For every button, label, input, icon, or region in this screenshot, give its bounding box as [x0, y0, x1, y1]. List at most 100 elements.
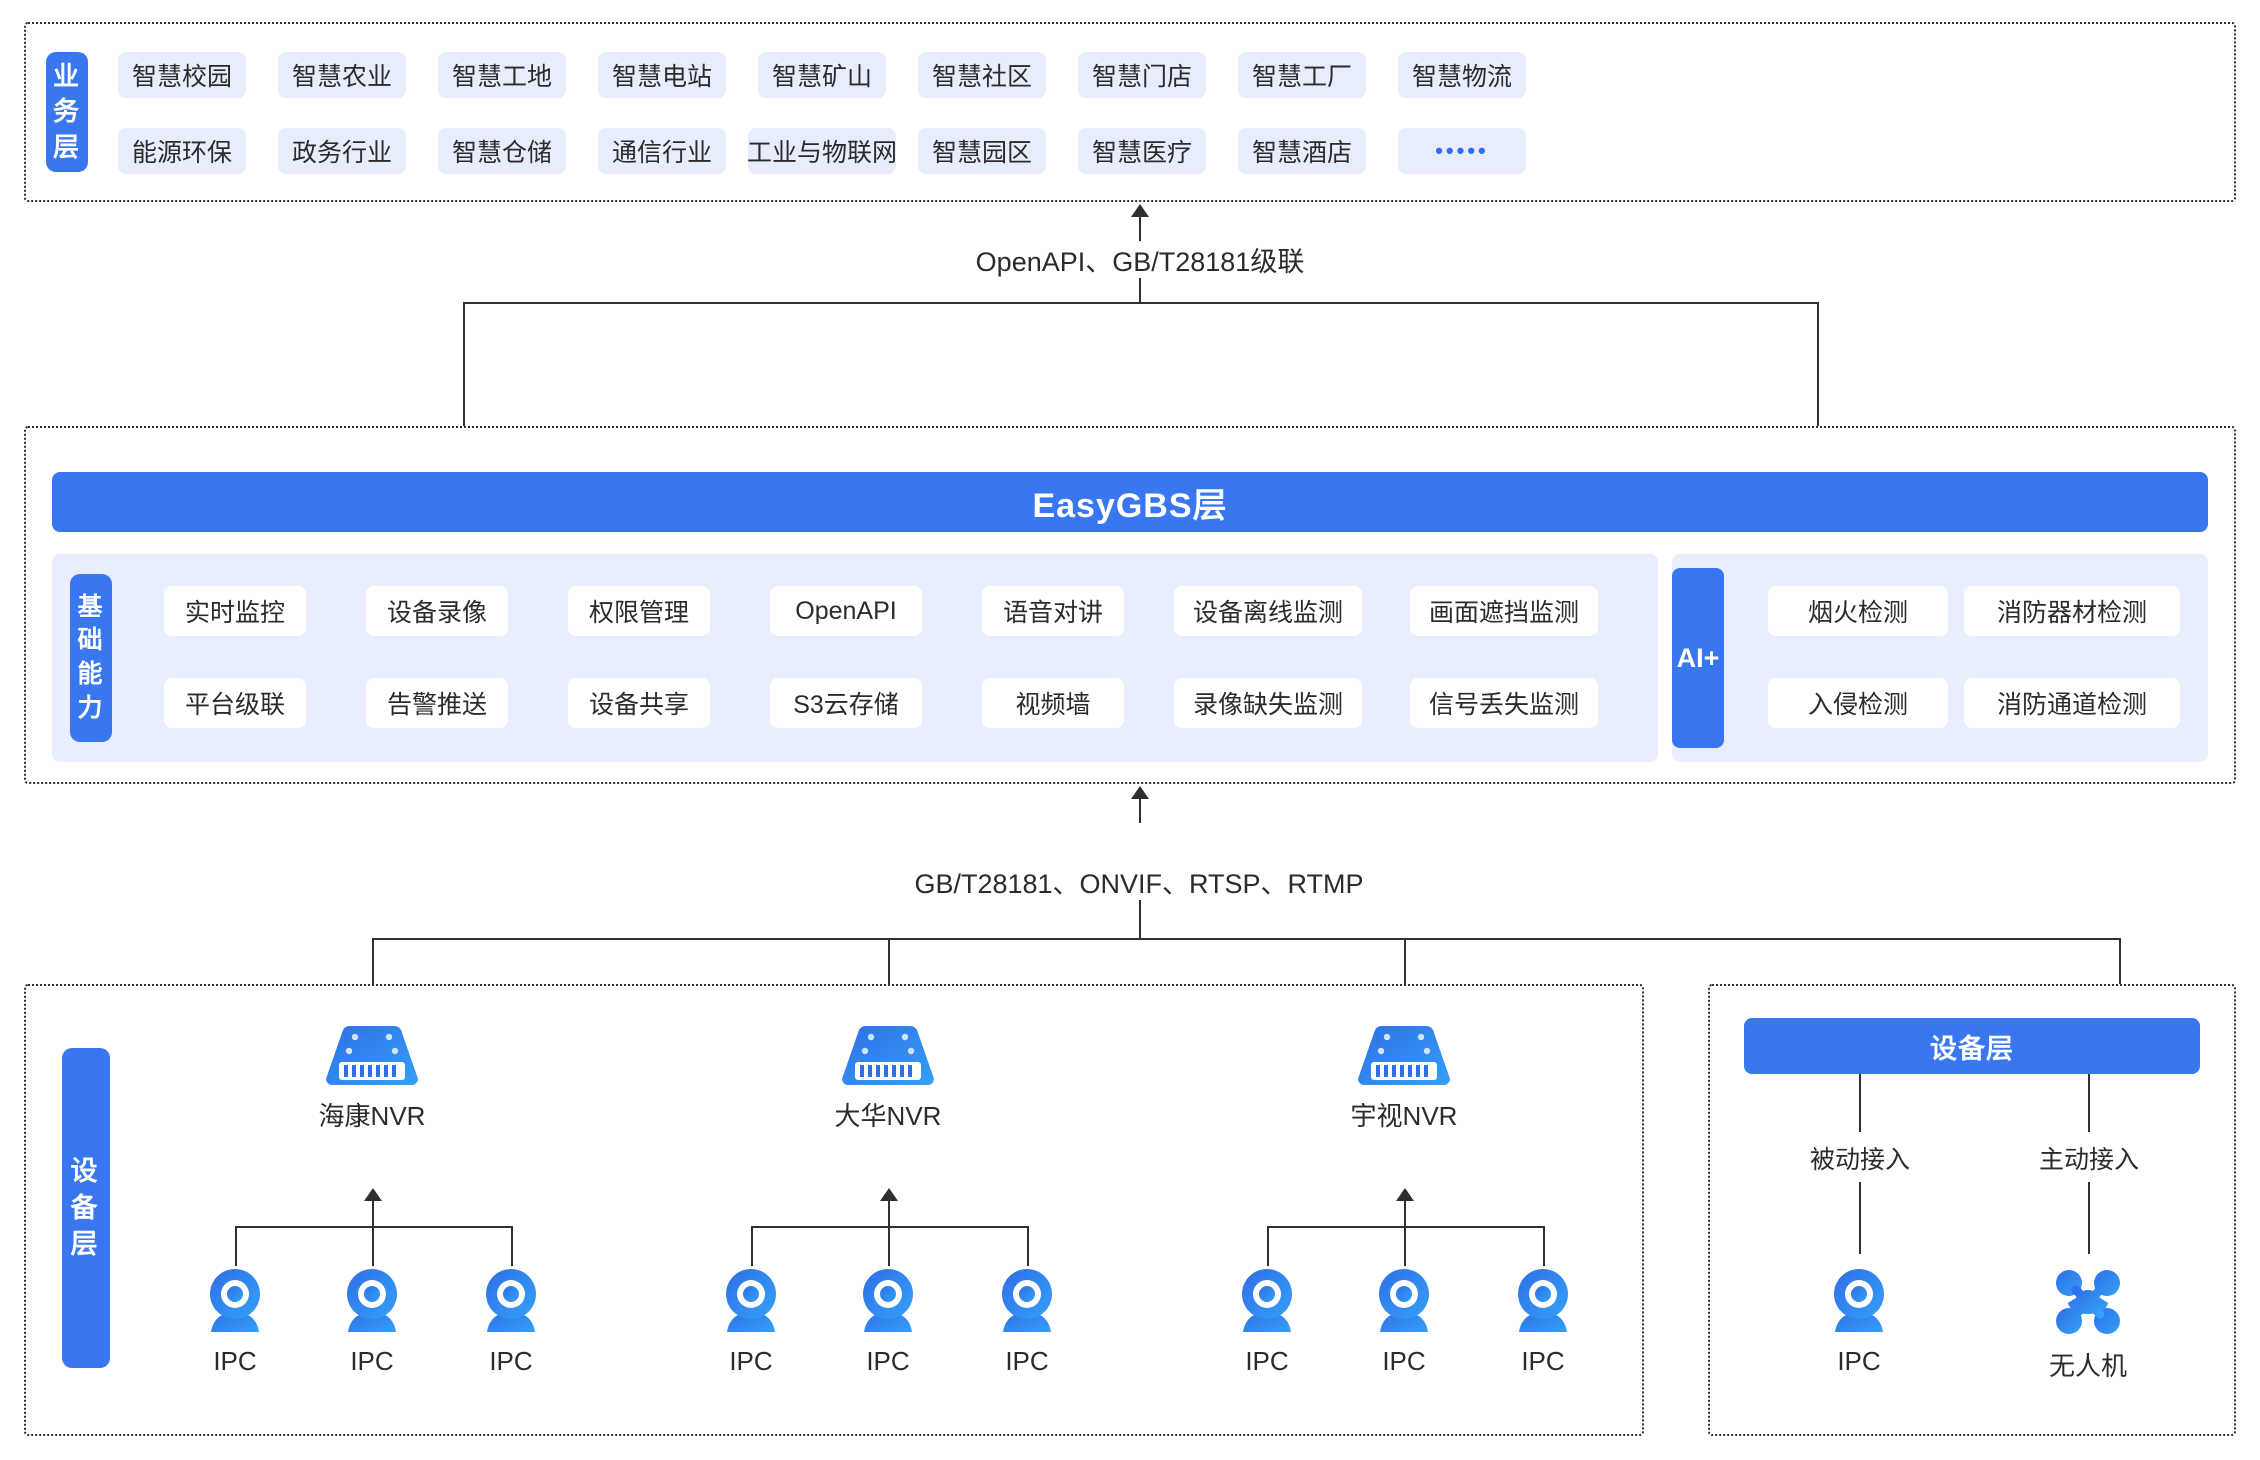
business-chip[interactable]: 智慧医疗 [1078, 128, 1206, 174]
ipc-node[interactable]: IPC [1493, 1264, 1593, 1377]
business-chip-label: 智慧社区 [931, 63, 1032, 91]
top-connector-drop-left [463, 302, 465, 457]
capability-chip[interactable]: 设备录像 [366, 586, 508, 636]
dahua-drop-2 [888, 1226, 890, 1266]
device-left-label-char-2: 层 [70, 1229, 102, 1260]
capability-chip[interactable]: S3云存储 [770, 678, 922, 728]
capability-chip[interactable]: 平台级联 [164, 678, 306, 728]
business-chip-label: 智慧工地 [451, 63, 552, 91]
business-chip[interactable]: 智慧物流 [1398, 52, 1526, 98]
easygbs-layer-title: EasyGBS层 [1032, 486, 1228, 525]
business-chip[interactable]: 智慧校园 [118, 52, 246, 98]
nvr-node[interactable]: 大华NVR [818, 1022, 958, 1133]
passive-access-label: 被动接入 [1809, 1146, 1910, 1174]
ai-chip[interactable]: 消防通道检测 [1964, 678, 2180, 728]
drone-node[interactable]: 无人机 [2038, 1264, 2138, 1383]
hik-drop-1 [235, 1226, 237, 1266]
active-branch-line-bottom [2088, 1182, 2090, 1254]
uniview-arrow-icon [1396, 1188, 1414, 1201]
capability-chip[interactable]: 信号丢失监测 [1410, 678, 1598, 728]
business-chip-label: 智慧园区 [931, 139, 1032, 167]
ipc-label: IPC [1382, 1346, 1426, 1376]
capability-chip-label: 设备离线监测 [1192, 599, 1343, 627]
business-chip-label: 智慧仓储 [451, 139, 552, 167]
business-chip[interactable]: 智慧工地 [438, 52, 566, 98]
ipc-node[interactable]: IPC [461, 1264, 561, 1377]
business-chip-more-label: ••••• [1435, 138, 1489, 163]
ipc-node[interactable]: IPC [1354, 1264, 1454, 1377]
business-chip-label: 通信行业 [611, 139, 712, 167]
top-connector-label: OpenAPI、GB/T28181级联 [975, 247, 1305, 277]
ipc-label: IPC [1005, 1346, 1049, 1376]
business-chip[interactable]: 政务行业 [278, 128, 406, 174]
business-chip-label: 能源环保 [131, 139, 232, 167]
business-chip[interactable]: 通信行业 [598, 128, 726, 174]
device-layer-right-bar[interactable]: 设备层 [1744, 1018, 2200, 1074]
nvr-label: 海康NVR [318, 1101, 426, 1131]
business-layer-container [24, 22, 2236, 202]
business-chip[interactable]: 智慧农业 [278, 52, 406, 98]
business-chip[interactable]: 工业与物联网 [747, 128, 897, 174]
ipc-node[interactable]: IPC [322, 1264, 422, 1377]
ai-plus-label: AI+ [1676, 642, 1720, 673]
capability-chip[interactable]: 语音对讲 [982, 586, 1124, 636]
capability-chip-label: 视频墙 [1015, 691, 1091, 719]
capability-chip[interactable]: 画面遮挡监测 [1410, 586, 1598, 636]
bottom-drop-right-devlayer [2119, 938, 2121, 1026]
business-chip[interactable]: 智慧社区 [918, 52, 1046, 98]
camera-icon [1518, 1269, 1568, 1332]
business-chip-label: 智慧物流 [1411, 63, 1512, 91]
business-chip-more[interactable]: ••••• [1398, 128, 1526, 174]
nvr-node[interactable]: 海康NVR [302, 1022, 442, 1133]
dahua-stem [888, 1200, 890, 1228]
ai-chip-label: 消防通道检测 [1996, 691, 2147, 719]
capability-label-char-1: 础 [77, 626, 105, 655]
capability-chip-label: 告警推送 [386, 691, 487, 719]
business-chip[interactable]: 智慧园区 [918, 128, 1046, 174]
ipc-node[interactable]: IPC [1217, 1264, 1317, 1377]
business-chip[interactable]: 智慧门店 [1078, 52, 1206, 98]
active-branch-line-top [2088, 1074, 2090, 1132]
capability-chip-label: OpenAPI [795, 596, 897, 625]
bottom-connector-line-up [1139, 798, 1141, 823]
capability-chip[interactable]: 视频墙 [982, 678, 1124, 728]
capability-chip[interactable]: 设备离线监测 [1174, 586, 1362, 636]
business-chip[interactable]: 智慧矿山 [758, 52, 886, 98]
easygbs-layer-bar[interactable]: EasyGBS层 [52, 472, 2208, 532]
nvr-node[interactable]: 宇视NVR [1334, 1022, 1474, 1133]
bottom-drop-dahua [888, 938, 890, 1018]
capability-chip[interactable]: 录像缺失监测 [1174, 678, 1362, 728]
ipc-node[interactable]: IPC [701, 1264, 801, 1377]
hik-arrow-icon [364, 1188, 382, 1201]
business-chip[interactable]: 能源环保 [118, 128, 246, 174]
drone-label: 无人机 [2048, 1351, 2127, 1381]
ai-plus-badge: AI+ [1672, 568, 1724, 748]
ipc-node[interactable]: IPC [1809, 1264, 1909, 1377]
camera-icon [726, 1269, 776, 1332]
nvr-icon [1358, 1025, 1450, 1086]
capability-label-char-3: 力 [77, 693, 105, 722]
bottom-drop-hik [372, 938, 374, 1018]
business-chip[interactable]: 智慧酒店 [1238, 128, 1366, 174]
capability-chip-label: 画面遮挡监测 [1428, 599, 1579, 627]
capability-label-char-0: 基 [77, 592, 105, 621]
ai-chip[interactable]: 烟火检测 [1768, 586, 1948, 636]
capability-chip[interactable]: 实时监控 [164, 586, 306, 636]
ipc-node[interactable]: IPC [838, 1264, 938, 1377]
business-chip[interactable]: 智慧电站 [598, 52, 726, 98]
capability-label-char-2: 能 [77, 660, 105, 688]
ai-chip[interactable]: 消防器材检测 [1964, 586, 2180, 636]
capability-chip[interactable]: 权限管理 [568, 586, 710, 636]
business-chip[interactable]: 智慧仓储 [438, 128, 566, 174]
camera-icon [486, 1269, 536, 1332]
ai-chip[interactable]: 入侵检测 [1768, 678, 1948, 728]
capability-chip-label: 实时监控 [184, 599, 285, 627]
business-chip[interactable]: 智慧工厂 [1238, 52, 1366, 98]
capability-chip[interactable]: OpenAPI [770, 586, 922, 636]
device-layer-left-label: 设 备 层 [62, 1048, 110, 1368]
capability-chip[interactable]: 告警推送 [366, 678, 508, 728]
ipc-node[interactable]: IPC [977, 1264, 1077, 1377]
capability-chip[interactable]: 设备共享 [568, 678, 710, 728]
ipc-node[interactable]: IPC [185, 1264, 285, 1377]
device-left-label-char-0: 设 [70, 1156, 102, 1187]
